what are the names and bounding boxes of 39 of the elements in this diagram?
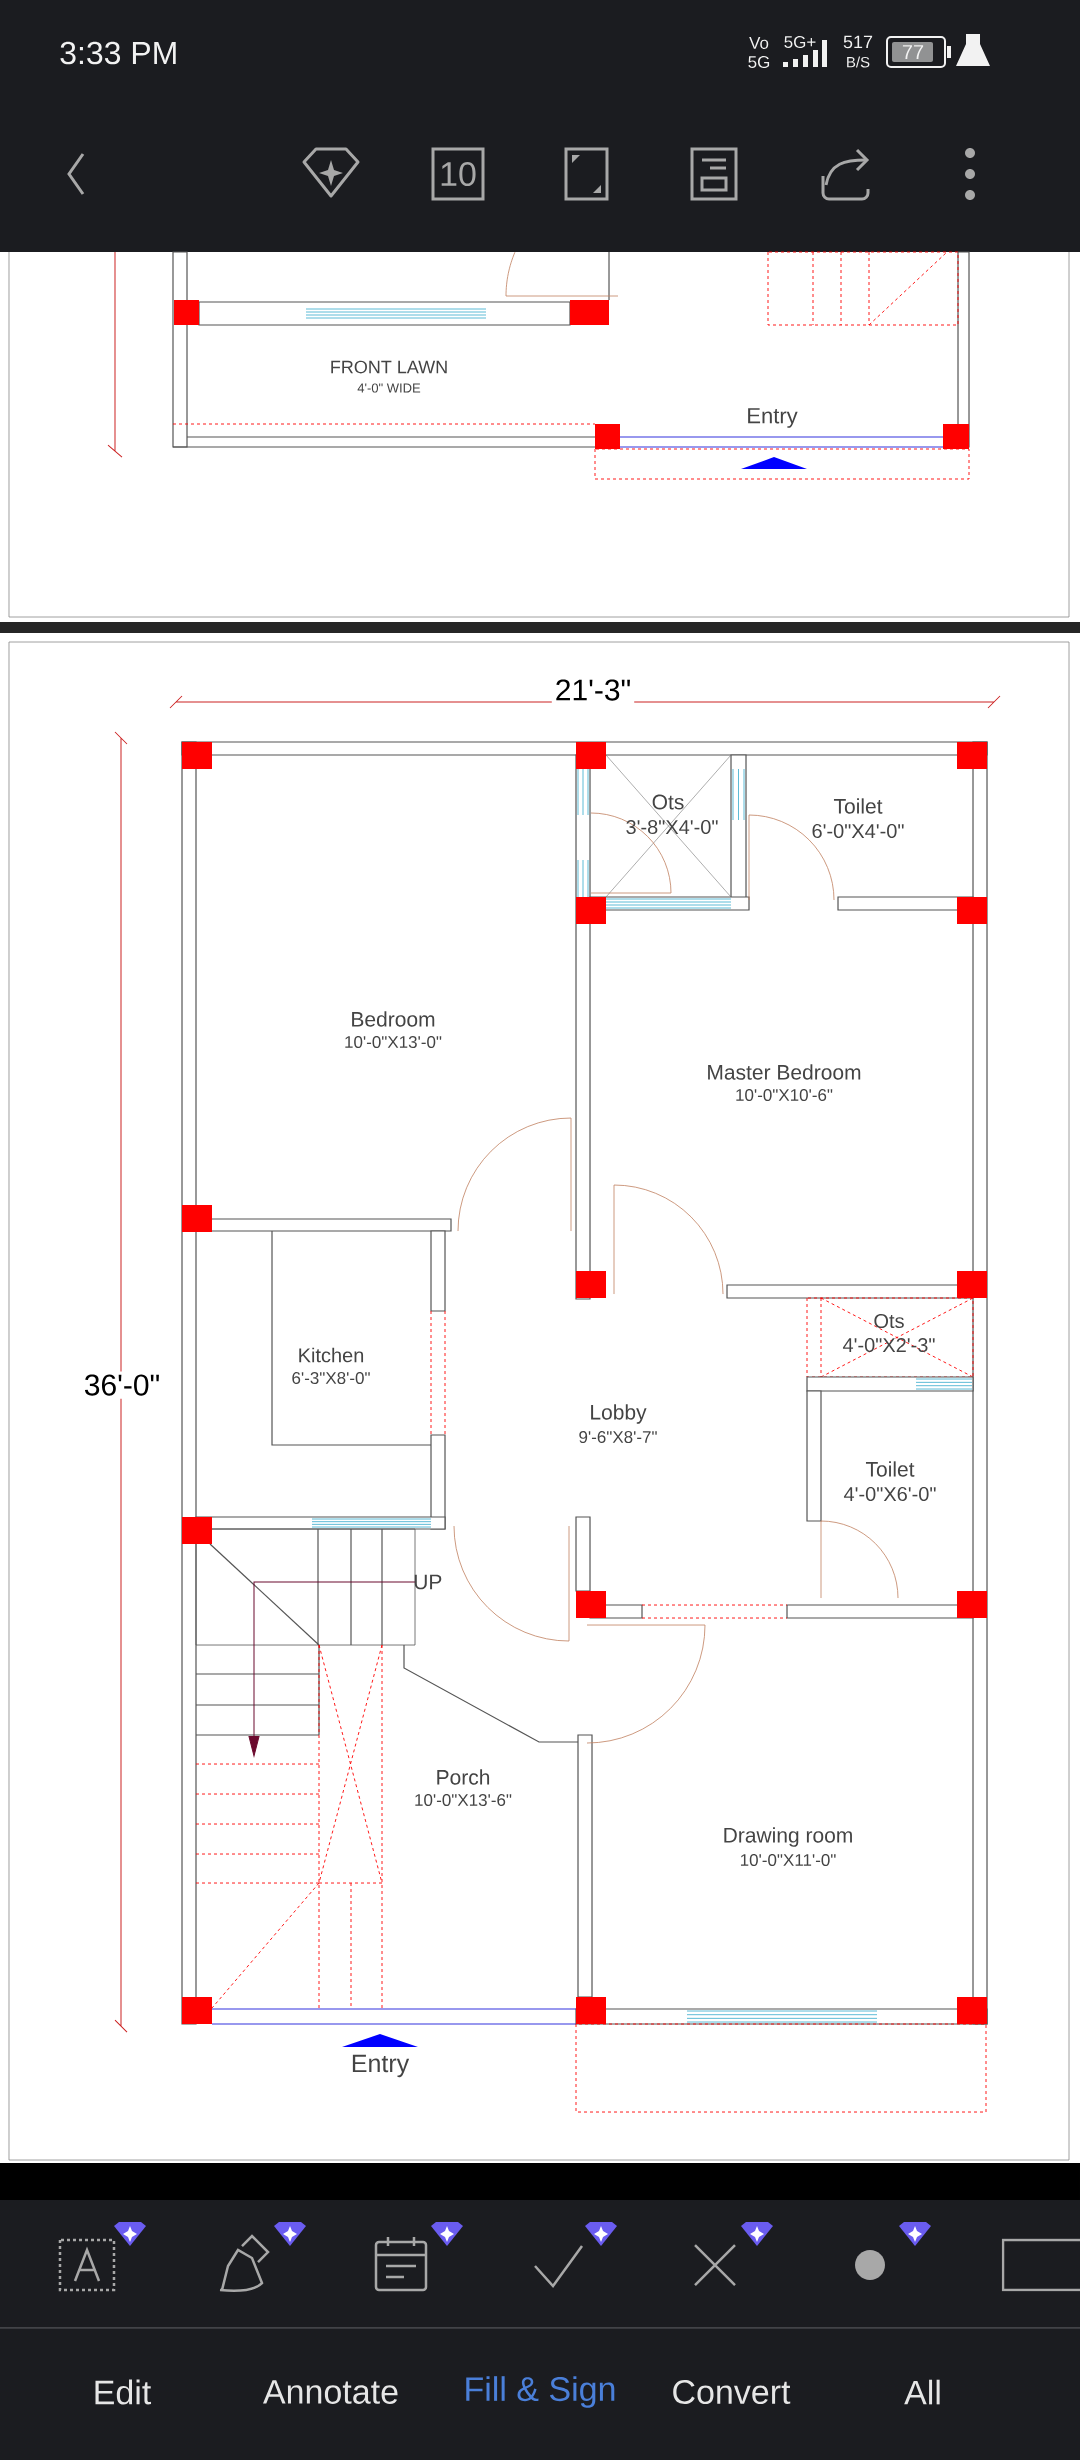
room-name: Porch bbox=[437, 1769, 490, 1785]
room-name: Bedroom bbox=[352, 1011, 435, 1027]
clock-time: 3:33 PM bbox=[60, 41, 176, 65]
page-number-button: 10 bbox=[431, 147, 485, 201]
room-name: Lobby bbox=[591, 1404, 647, 1424]
entry-label: Entry bbox=[748, 408, 798, 428]
dimension-label: 21'-3" bbox=[551, 676, 635, 704]
room-size: 10'-0"X10'-6" bbox=[736, 1089, 833, 1102]
network-label: Vo bbox=[749, 37, 769, 49]
room-size: 9'-6"X8'-7" bbox=[579, 1431, 657, 1444]
room-name: Drawing room bbox=[724, 1827, 852, 1847]
room-size: 4'-0"X2'-3" bbox=[842, 1337, 935, 1353]
area-label: 4'-0" WIDE bbox=[357, 383, 421, 393]
room-size: 6'-3"X8'-0" bbox=[292, 1372, 370, 1385]
network-label: 5G+ bbox=[784, 36, 816, 49]
room-size: 4'-0"X6'-0" bbox=[843, 1486, 936, 1502]
room-name: Toilet bbox=[865, 1461, 915, 1477]
room-size: 6'-0"X4'-0" bbox=[812, 823, 904, 839]
area-label: FRONT LAWN bbox=[331, 360, 447, 374]
dimension-label: 36'-0" bbox=[80, 1371, 164, 1399]
tab-label: Fill & Sign bbox=[466, 2376, 615, 2408]
room-size: 10'-0"X11'-0" bbox=[740, 1854, 836, 1867]
room-size: 10'-0"X13'-0" bbox=[345, 1036, 442, 1049]
room-name: Ots bbox=[874, 1313, 904, 1329]
entry-label: Entry bbox=[352, 2054, 410, 2078]
room-name: Kitchen bbox=[299, 1347, 364, 1363]
tab-label: Annotate bbox=[263, 2380, 398, 2404]
tab-label: All bbox=[904, 2379, 940, 2405]
speed-label: 517 bbox=[843, 35, 873, 49]
stair-label: UP bbox=[414, 1574, 442, 1590]
room-name: Master Bedroom bbox=[708, 1064, 861, 1080]
room-name: Toilet bbox=[833, 798, 883, 814]
tab-label: Edit bbox=[95, 2379, 152, 2405]
tab-label: Convert bbox=[673, 2380, 791, 2405]
room-size: 10'-0"X13'-6" bbox=[415, 1794, 512, 1807]
network-label: 5G bbox=[748, 56, 770, 69]
room-name: Ots bbox=[652, 794, 684, 810]
speed-label: B/S bbox=[847, 56, 870, 68]
room-size: 3'-8"X4'-0" bbox=[626, 819, 718, 835]
